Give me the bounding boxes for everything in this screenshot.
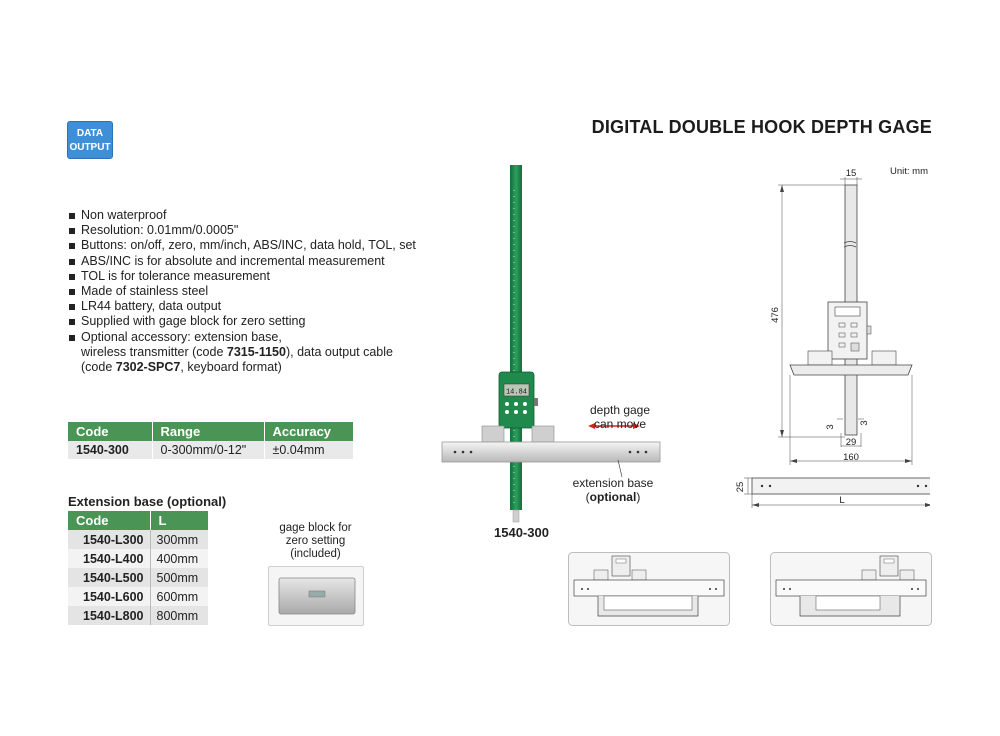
accessory-line-3-post: , keyboard format) (180, 360, 282, 375)
gage-block-caption: gage block for zero setting (included) (268, 522, 363, 561)
dim-right-3: 3 (859, 420, 870, 425)
table-row: 1540-L500 500mm (68, 568, 208, 587)
spec-table-header: Code Range Accuracy (68, 422, 353, 441)
feature-item: LR44 battery, data output (68, 299, 468, 314)
dim-25: 25 (735, 482, 746, 493)
cell-length: 800mm (150, 606, 208, 625)
accessory-line-1: Optional accessory: extension base, (81, 329, 282, 344)
header-code: Code (68, 422, 152, 441)
extension-base-drawing: 25 L (735, 477, 930, 508)
cell-code: 1540-300 (68, 441, 152, 459)
cell-length: 600mm (150, 587, 208, 606)
feature-item: ABS/INC is for absolute and incremental … (68, 254, 468, 269)
cell-range: 0-300mm/0-12" (151, 441, 264, 459)
gage-block-caption-line: gage block for (279, 522, 352, 534)
extension-base-bar (441, 441, 661, 463)
extension-base-caption-line: extension base (572, 476, 654, 490)
accessory-line-3: (code 7302-SPC7, keyboard format) (81, 360, 468, 375)
depth-gage-caption-line: can move (593, 417, 647, 431)
feature-item: Resolution: 0.01mm/0.0005" (68, 223, 468, 238)
data-output-badge: DATA OUTPUT (67, 121, 113, 159)
cell-length: 400mm (150, 549, 208, 568)
spec-table: Code Range Accuracy 1540-300 0-300mm/0-1… (68, 422, 353, 459)
wireless-transmitter-code: 7315-1150 (226, 344, 286, 359)
page-title: DIGITAL DOUBLE HOOK DEPTH GAGE (591, 117, 932, 137)
feature-item-accessory: Optional accessory: extension base, wire… (68, 330, 468, 376)
cell-length: 500mm (150, 568, 208, 587)
table-row: 1540-300 0-300mm/0-12" ±0.04mm (68, 441, 353, 459)
technical-drawing: 15 476 3 3 29 160 (770, 168, 913, 465)
accessory-line-2: wireless transmitter (code 7315-1150), d… (81, 345, 468, 360)
extension-heading: Extension base (optional) (68, 494, 227, 509)
cell-code: 1540-L300 (68, 530, 151, 549)
cell-code: 1540-L600 (68, 587, 151, 606)
display-body (498, 371, 535, 429)
dim-left-3: 3 (825, 424, 836, 429)
accessory-line-2-post: ), data output cable (285, 344, 393, 359)
usage-illustration-right (770, 552, 932, 626)
table-row: 1540-L600 600mm (68, 587, 208, 606)
extension-table-header: Code L (68, 511, 208, 530)
dim-top: 15 (846, 168, 857, 179)
gage-block-image (278, 577, 356, 615)
unit-label: Unit: mm (890, 166, 928, 177)
table-row: 1540-L400 400mm (68, 549, 208, 568)
badge-line-2: OUTPUT (69, 142, 111, 153)
dim-160: 160 (843, 452, 859, 463)
drawing-base (789, 364, 913, 376)
header-range: Range (151, 422, 264, 441)
data-cable-code: 7302-SPC7 (115, 360, 181, 375)
accessory-line-3-pre: (code (81, 360, 116, 375)
header-code: Code (68, 511, 150, 530)
cell-length: 300mm (150, 530, 208, 549)
cell-code: 1540-L400 (68, 549, 151, 568)
header-length: L (149, 511, 208, 530)
optional-label: optional (589, 490, 637, 504)
depth-gage-illustration: 14.84 (441, 165, 661, 523)
dim-L: L (839, 495, 844, 506)
feature-list: Non waterproof Resolution: 0.01mm/0.0005… (68, 208, 468, 375)
gage-block-caption-line: zero setting (285, 535, 346, 547)
product-model-label: 1540-300 (494, 525, 549, 540)
feature-item: Supplied with gage block for zero settin… (68, 314, 468, 329)
lcd-screen (503, 383, 530, 397)
lcd-value: 14.84 (506, 389, 527, 397)
feature-item: Made of stainless steel (68, 284, 468, 299)
dim-height: 476 (770, 307, 781, 323)
usage-illustration-left (568, 552, 730, 626)
cell-accuracy: ±0.04mm (263, 441, 353, 459)
dim-29: 29 (846, 437, 857, 448)
accessory-line-2-pre: wireless transmitter (code (81, 344, 227, 359)
depth-gage-caption-line: depth gage (589, 403, 651, 417)
feature-item: Buttons: on/off, zero, mm/inch, ABS/INC,… (68, 238, 468, 253)
header-accuracy: Accuracy (263, 422, 353, 441)
badge-line-1: DATA (76, 128, 104, 139)
extension-base-caption-line: (optional) (585, 490, 641, 504)
feature-item: TOL is for tolerance measurement (68, 269, 468, 284)
cell-code: 1540-L800 (68, 606, 151, 625)
gage-block-image-frame (268, 566, 364, 626)
table-row: 1540-L300 300mm (68, 530, 208, 549)
gage-block-caption-line: (included) (290, 548, 341, 560)
depth-gage-caption: depth gage can move (582, 403, 658, 431)
feature-item: Non waterproof (68, 208, 468, 223)
cell-code: 1540-L500 (68, 568, 151, 587)
table-row: 1540-L800 800mm (68, 606, 208, 625)
extension-base-caption: extension base (optional) (563, 476, 663, 504)
extension-table: Code L 1540-L300 300mm 1540-L400 400mm 1… (68, 511, 208, 625)
